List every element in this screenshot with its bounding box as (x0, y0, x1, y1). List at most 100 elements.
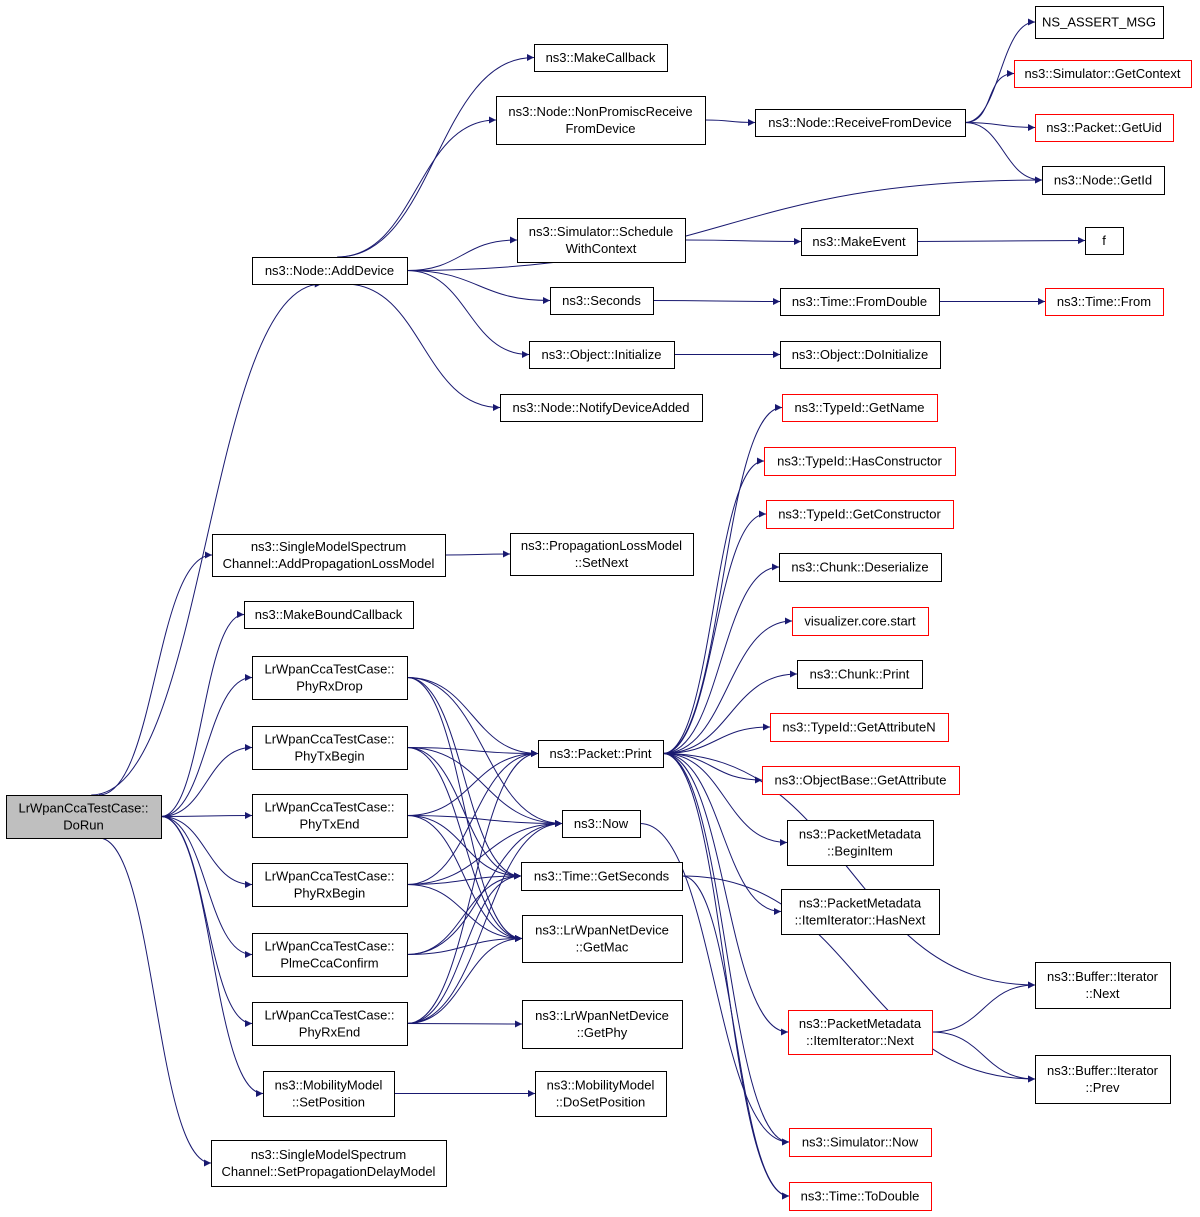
node-get-id[interactable]: ns3::Node::GetId (1042, 166, 1165, 195)
node-box (522, 915, 683, 963)
node-make-event[interactable]: ns3::MakeEvent (801, 228, 918, 256)
node-label: ns3::Time::ToDouble (801, 1189, 920, 1204)
node-label: LrWpanCcaTestCase:: (264, 732, 394, 747)
node-phy-tx-end[interactable]: LrWpanCcaTestCase::PhyTxEnd (252, 794, 408, 838)
edge-get-seconds-to-to-double (681, 875, 790, 1200)
edge-packet-print-to-chunk-print (662, 670, 798, 754)
edge-add-device-to-notify-dev (344, 283, 501, 411)
node-box (496, 96, 706, 145)
node-box (522, 1000, 683, 1049)
node-label: LrWpanCcaTestCase:: (18, 801, 148, 816)
node-prop-set-next[interactable]: ns3::PropagationLossModel::SetNext (510, 533, 694, 576)
edge-packet-print-to-has-ctor (662, 457, 765, 754)
edge-root-to-plme-cca (160, 816, 253, 958)
node-label: ns3::LrWpanNetDevice (535, 923, 669, 938)
node-ns-assert[interactable]: NS_ASSERT_MSG (1035, 6, 1164, 39)
node-to-double[interactable]: ns3::Time::ToDouble (789, 1182, 932, 1211)
edge-make-event-to-f (916, 237, 1086, 245)
node-from-double[interactable]: ns3::Time::FromDouble (780, 288, 940, 316)
node-sim-now[interactable]: ns3::Simulator::Now (789, 1128, 932, 1157)
node-notify-dev[interactable]: ns3::Node::NotifyDeviceAdded (500, 394, 703, 422)
node-box (263, 1071, 395, 1117)
node-get-phy[interactable]: ns3::LrWpanNetDevice::GetPhy (522, 1000, 683, 1049)
node-get-ctor[interactable]: ns3::TypeId::GetConstructor (766, 500, 954, 529)
node-do-init[interactable]: ns3::Object::DoInitialize (780, 341, 941, 369)
edge-plme-cca-to-get-seconds (406, 872, 522, 955)
node-box (781, 889, 940, 935)
node-pm-begin-item[interactable]: ns3::PacketMetadata::BeginItem (787, 820, 934, 866)
node-seconds[interactable]: ns3::Seconds (550, 287, 654, 315)
node-phy-rx-drop[interactable]: LrWpanCcaTestCase::PhyRxDrop (252, 656, 408, 700)
node-buf-next[interactable]: ns3::Buffer::Iterator::Next (1035, 962, 1171, 1009)
node-label: PhyTxEnd (300, 817, 360, 832)
node-label: ns3::Object::DoInitialize (792, 347, 929, 362)
edge-root-to-set-delay (98, 837, 212, 1167)
node-label: ns3::Node::NotifyDeviceAdded (512, 400, 689, 415)
node-set-delay[interactable]: ns3::SingleModelSpectrumChannel::SetProp… (211, 1140, 447, 1187)
edge-recv-from-dev-to-get-context (964, 70, 1015, 123)
node-make-bound[interactable]: ns3::MakeBoundCallback (244, 601, 414, 629)
node-get-mac[interactable]: ns3::LrWpanNetDevice::GetMac (522, 915, 683, 963)
node-root[interactable]: LrWpanCcaTestCase::DoRun (6, 795, 162, 839)
node-label: LrWpanCcaTestCase:: (264, 939, 394, 954)
node-get-context[interactable]: ns3::Simulator::GetContext (1014, 60, 1192, 88)
node-plme-cca[interactable]: LrWpanCcaTestCase::PlmeCcaConfirm (252, 933, 408, 977)
node-now[interactable]: ns3::Now (562, 810, 641, 838)
node-box (211, 1140, 447, 1187)
edge-packet-print-to-get-attr-n (662, 723, 771, 754)
edge-root-to-set-pos (160, 816, 264, 1097)
node-viz-start[interactable]: visualizer.core.start (792, 607, 929, 636)
node-make-callback[interactable]: ns3::MakeCallback (534, 44, 668, 72)
node-box (521, 862, 683, 891)
node-pm-next[interactable]: ns3::PacketMetadata::ItemIterator::Next (788, 1010, 933, 1055)
node-phy-rx-end[interactable]: LrWpanCcaTestCase::PhyRxEnd (252, 1002, 408, 1046)
node-chunk-deser[interactable]: ns3::Chunk::Deserialize (779, 553, 942, 582)
node-obj-init[interactable]: ns3::Object::Initialize (529, 341, 675, 369)
edge-phy-tx-begin-to-now (406, 747, 563, 827)
node-get-uid[interactable]: ns3::Packet::GetUid (1035, 114, 1174, 142)
node-get-seconds[interactable]: ns3::Time::GetSeconds (521, 862, 683, 891)
node-label: ::BeginItem (827, 844, 893, 859)
node-chunk-print[interactable]: ns3::Chunk::Print (797, 660, 923, 689)
node-time-from[interactable]: ns3::Time::From (1045, 288, 1164, 316)
node-label: ns3::Packet::Print (550, 746, 652, 761)
edge-phy-tx-end-to-now (406, 815, 563, 827)
node-box (1045, 288, 1164, 316)
node-f[interactable]: f (1085, 227, 1124, 255)
node-box (780, 288, 940, 316)
node-get-name[interactable]: ns3::TypeId::GetName (782, 394, 938, 422)
node-box (244, 601, 414, 629)
node-label: ns3::Time::GetSeconds (534, 869, 670, 884)
node-box (755, 109, 966, 137)
node-label: ns3::Buffer::Iterator (1047, 1063, 1159, 1078)
node-phy-rx-begin[interactable]: LrWpanCcaTestCase::PhyRxBegin (252, 863, 408, 907)
node-label: ns3::MakeCallback (546, 50, 656, 65)
node-box (792, 607, 929, 636)
edge-add-prop-to-prop-set-next (444, 550, 511, 558)
node-recv-from-dev[interactable]: ns3::Node::ReceiveFromDevice (755, 109, 966, 137)
node-get-attr-n[interactable]: ns3::TypeId::GetAttributeN (770, 713, 949, 742)
edge-phy-rx-drop-to-get-seconds (406, 677, 522, 880)
node-add-prop[interactable]: ns3::SingleModelSpectrumChannel::AddProp… (212, 534, 446, 577)
edge-sched-ctx-to-make-event (684, 237, 802, 245)
node-set-pos[interactable]: ns3::MobilityModel::SetPosition (263, 1071, 395, 1117)
node-box (789, 1182, 932, 1211)
edge-phy-rx-end-to-get-phy (406, 1020, 523, 1028)
node-label: PhyTxBegin (294, 749, 364, 764)
node-has-ctor[interactable]: ns3::TypeId::HasConstructor (764, 447, 956, 476)
node-label: ns3::TypeId::HasConstructor (777, 454, 942, 469)
node-buf-prev[interactable]: ns3::Buffer::Iterator::Prev (1035, 1055, 1171, 1104)
edge-phy-rx-begin-to-now (406, 820, 563, 885)
node-obj-base-get-attr[interactable]: ns3::ObjectBase::GetAttribute (762, 766, 960, 795)
node-label: ns3::MobilityModel (275, 1078, 383, 1093)
node-label: ns3::SingleModelSpectrum (251, 539, 406, 554)
node-pm-has-next[interactable]: ns3::PacketMetadata::ItemIterator::HasNe… (781, 889, 940, 935)
node-packet-print[interactable]: ns3::Packet::Print (538, 740, 664, 768)
edge-recv-from-dev-to-ns-assert (964, 18, 1036, 123)
node-add-device[interactable]: ns3::Node::AddDevice (252, 257, 408, 285)
node-phy-tx-begin[interactable]: LrWpanCcaTestCase::PhyTxBegin (252, 726, 408, 770)
node-label: LrWpanCcaTestCase:: (264, 662, 394, 677)
node-do-set-pos[interactable]: ns3::MobilityModel::DoSetPosition (535, 1071, 667, 1117)
